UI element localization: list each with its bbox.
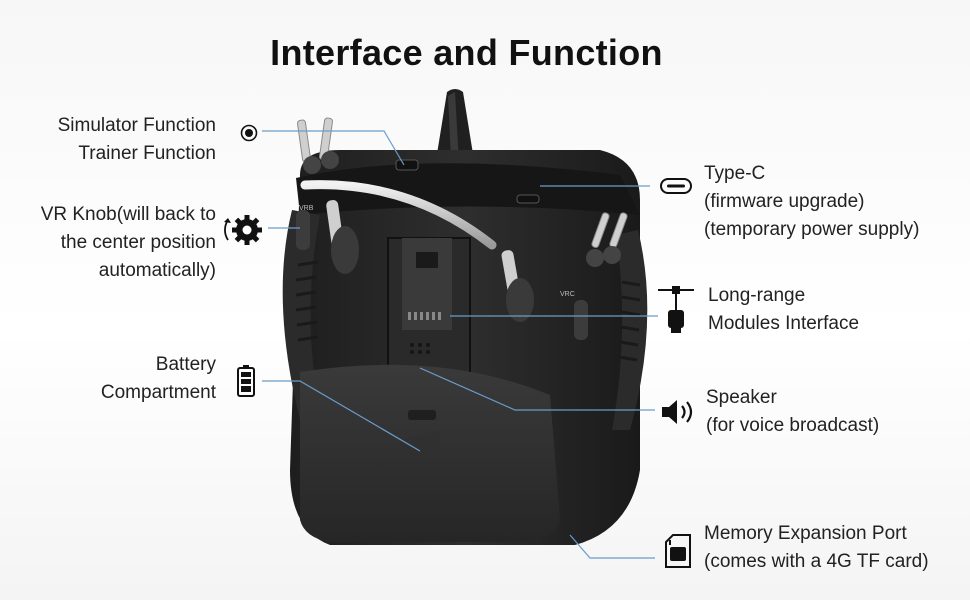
speaker-text-2: (for voice broadcast) [706, 415, 880, 436]
label-typec: Type-C (firmware upgrade) (temporary pow… [704, 160, 919, 244]
label-speaker: Speaker (for voice broadcast) [706, 384, 879, 440]
label-vr-knob: VR Knob(will back to the center position… [10, 201, 216, 285]
longrange-text-2: Modules Interface [708, 313, 860, 334]
vr-knob-text-1: VR Knob(will back to [40, 204, 216, 225]
longrange-text-1: Long-range [708, 285, 806, 306]
jack-icon [240, 124, 258, 147]
label-memory: Memory Expansion Port (comes with a 4G T… [704, 520, 929, 576]
typec-text-3: (temporary power supply) [704, 219, 920, 240]
gear-rotate-icon [220, 210, 268, 255]
battery-text-2: Compartment [100, 382, 216, 403]
sd-card-icon [664, 534, 692, 573]
simulator-function-text: Simulator Function [57, 115, 216, 136]
svg-text:VRB: VRB [299, 205, 314, 212]
typec-text-2: (firmware upgrade) [704, 191, 865, 212]
page-title: Interface and Function [270, 32, 663, 73]
battery-icon [237, 365, 255, 402]
typec-text-1: Type-C [704, 163, 766, 184]
antenna-module-icon [656, 284, 696, 341]
label-battery: Battery Compartment [20, 351, 216, 407]
vr-knob-text-3: automatically) [98, 260, 216, 281]
label-simulator-trainer: Simulator Function Trainer Function [20, 112, 216, 168]
battery-text-1: Battery [155, 354, 216, 375]
speaker-icon [660, 398, 698, 431]
speaker-text-1: Speaker [706, 387, 777, 408]
memory-text-1: Memory Expansion Port [704, 523, 907, 544]
svg-text:VRC: VRC [560, 291, 575, 298]
usb-c-icon [660, 178, 692, 199]
label-longrange: Long-range Modules Interface [708, 282, 859, 338]
vr-knob-text-2: the center position [60, 232, 216, 253]
memory-text-2: (comes with a 4G TF card) [704, 551, 929, 572]
trainer-function-text: Trainer Function [78, 143, 216, 164]
